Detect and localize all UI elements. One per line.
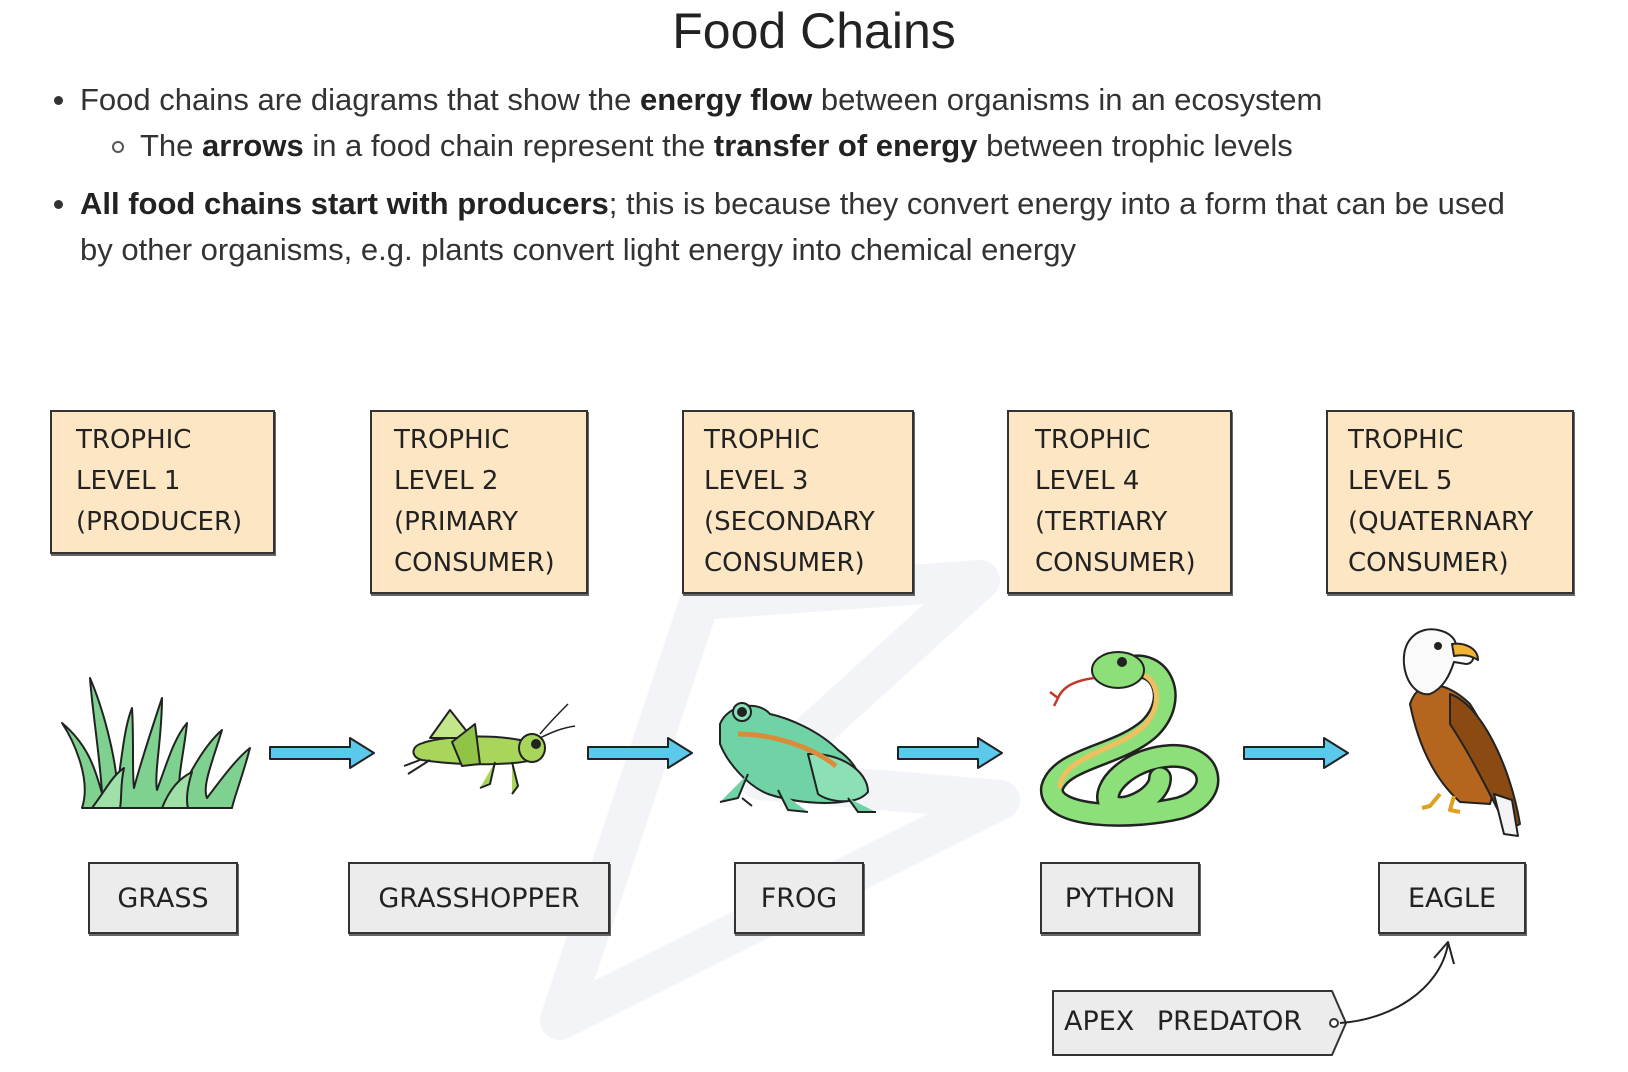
level-line: (PRODUCER) [76, 507, 243, 537]
eagle-icon [1402, 628, 1521, 837]
bullet-1-part-2: energy flow [640, 82, 813, 117]
level-line: TROPHIC [76, 425, 192, 455]
level-line: CONSUMER) [394, 548, 555, 578]
bullet-1-part-3: between organisms in an ecosystem [812, 82, 1323, 117]
level-line: CONSUMER) [1348, 548, 1509, 578]
level-line: LEVEL 2 [394, 466, 499, 496]
apex-predator-tag [1052, 990, 1347, 1056]
energy-arrow-2 [587, 737, 693, 769]
apex-pointer-arrow [1339, 941, 1455, 1024]
energy-arrow-4 [1243, 737, 1349, 769]
trophic-level-1-box: TROPHIC LEVEL 1 (PRODUCER) [50, 410, 275, 554]
bullet-2-line-2: by other organisms, e.g. plants convert … [80, 232, 1076, 267]
sub-bullet-part-3: in a food chain represent the [303, 128, 714, 163]
level-line: (TERTIARY [1035, 507, 1168, 537]
sub-bullet-part-4: transfer of energy [713, 128, 978, 163]
level-line: LEVEL 3 [704, 466, 809, 496]
bullet-1-text: Food chains are diagrams that show the e… [80, 76, 1322, 124]
level-line: TROPHIC [1348, 425, 1464, 455]
sub-bullet-1-text: The arrows in a food chain represent the… [140, 122, 1293, 170]
sub-bullet-part-1: The [140, 128, 203, 163]
trophic-level-5-box: TROPHIC LEVEL 5 (QUATERNARY CONSUMER) [1326, 410, 1574, 594]
level-line: TROPHIC [704, 425, 820, 455]
apex-predator-label: APEX PREDATOR [1064, 1006, 1303, 1037]
level-line: LEVEL 5 [1348, 466, 1453, 496]
organism-label-grasshopper: GRASSHOPPER [348, 862, 610, 934]
bullet-dot [54, 96, 63, 105]
sub-bullet-part-2: arrows [202, 128, 304, 163]
bullet-1-part-1: Food chains are diagrams that show the [80, 82, 641, 117]
level-line: TROPHIC [1035, 425, 1151, 455]
bullet-2-part-2: ; this is because they convert energy in… [608, 186, 1505, 221]
trophic-level-2-box: TROPHIC LEVEL 2 (PRIMARY CONSUMER) [370, 410, 588, 594]
organism-label-eagle: EAGLE [1378, 862, 1526, 934]
trophic-level-4-box: TROPHIC LEVEL 4 (TERTIARY CONSUMER) [1007, 410, 1232, 594]
energy-arrow-3 [897, 737, 1003, 769]
level-line: (QUATERNARY [1348, 507, 1534, 537]
bullet-2-line-1: All food chains start with producers; th… [80, 180, 1505, 228]
energy-arrow-1 [269, 737, 375, 769]
grasshopper-icon [403, 703, 576, 795]
grass-icon [61, 677, 251, 809]
organism-label-frog: FROG [734, 862, 864, 934]
trophic-level-3-box: TROPHIC LEVEL 3 (SECONDARY CONSUMER) [682, 410, 914, 594]
level-line: CONSUMER) [1035, 548, 1196, 578]
level-line: (PRIMARY [394, 507, 519, 537]
snake-icon [1040, 651, 1220, 827]
sub-bullet-part-5: between trophic levels [977, 128, 1293, 163]
bullet-2-part-1: All food chains start with producers [80, 186, 609, 221]
level-line: TROPHIC [394, 425, 510, 455]
sub-bullet-ring [112, 141, 124, 153]
level-line: LEVEL 1 [76, 466, 181, 496]
level-line: CONSUMER) [704, 548, 865, 578]
level-line: LEVEL 4 [1035, 466, 1140, 496]
organism-label-python: PYTHON [1040, 862, 1200, 934]
page-title: Food Chains [672, 3, 956, 59]
organism-label-grass: GRASS [88, 862, 238, 934]
level-line: (SECONDARY [704, 507, 875, 537]
frog-icon [719, 702, 876, 813]
bullet-dot [54, 200, 63, 209]
